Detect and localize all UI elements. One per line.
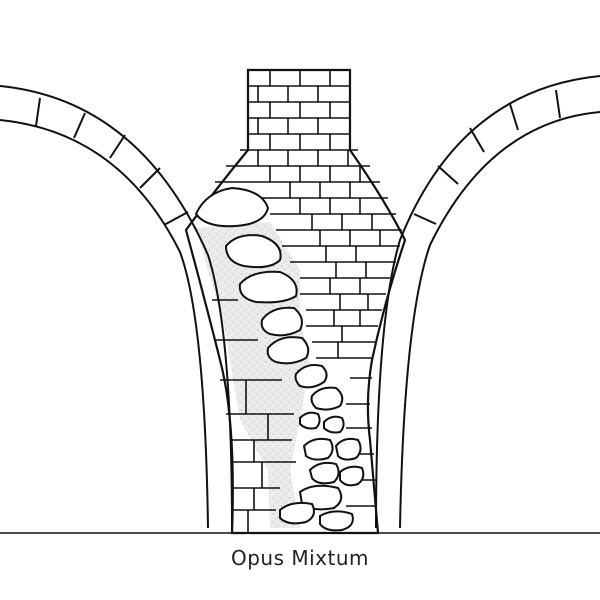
brick-courses xyxy=(215,70,402,359)
stone xyxy=(310,386,344,411)
stone xyxy=(299,411,321,430)
stone xyxy=(194,186,270,228)
stone xyxy=(302,437,334,461)
opus-mixtum-illustration xyxy=(0,68,600,535)
stone xyxy=(319,510,354,532)
stone xyxy=(334,437,362,461)
stone xyxy=(260,306,303,337)
stone xyxy=(266,336,310,365)
right-arch xyxy=(375,75,600,529)
stone xyxy=(308,461,340,485)
lower-blocks-left xyxy=(212,299,296,533)
stone xyxy=(224,234,282,269)
stone xyxy=(339,465,365,487)
pier-outline xyxy=(184,68,407,535)
diagram-caption: Opus Mixtum xyxy=(230,546,370,570)
stone xyxy=(238,270,298,304)
left-arch xyxy=(0,85,233,529)
stone xyxy=(279,501,315,525)
stone xyxy=(323,415,345,434)
rubble-stones xyxy=(194,186,365,532)
stone xyxy=(294,364,328,389)
